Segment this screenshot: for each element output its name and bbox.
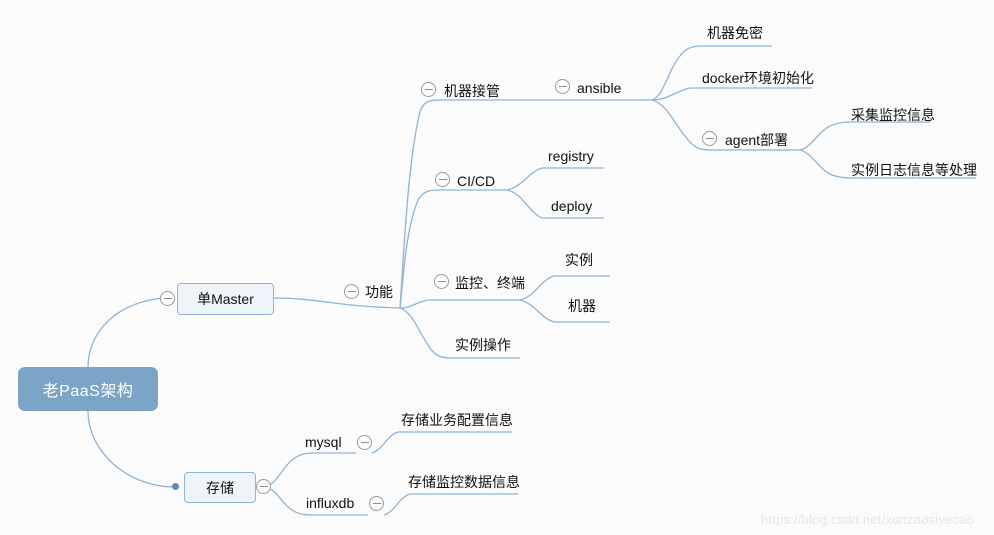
link-function-monitor-terminal [399,299,520,309]
node-storage-label: 存储 [206,479,234,496]
node-单master[interactable]: 单Master [177,283,274,315]
connection-dot-storage [172,483,179,490]
node-mysql[interactable]: mysql [305,432,342,451]
node-instance-label: 实例 [565,252,593,269]
node-deploy[interactable]: deploy [551,196,592,215]
link-function-instance-operation [399,307,520,359]
root-node-老paas架构[interactable]: 老PaaS架构 [18,367,158,411]
link-master-function [271,297,401,309]
node-monitor-terminal-label: 监控、终端 [455,275,525,292]
minus-circle-icon-machine-takeover[interactable] [421,82,436,97]
node-ansible-label: ansible [577,80,622,97]
minus-circle-icon-cicd[interactable] [435,172,450,187]
minus-circle-icon-agent-deploy[interactable] [702,131,717,146]
node-mysql-label: mysql [305,434,342,451]
node-function-label: 功能 [365,284,393,301]
minus-circle-icon-storage[interactable] [256,479,271,494]
link-agent-instance-log [799,149,976,179]
node-机器接管[interactable]: 机器接管 [444,81,500,100]
node-instance-operation-label: 实例操作 [455,337,511,354]
node-influxdb-label: influxdb [306,495,355,512]
link-function-cicd [399,189,507,309]
node-实例操作[interactable]: 实例操作 [455,335,511,354]
node-cicd-label: CI/CD [457,173,496,190]
link-root-storage [87,410,177,488]
node-machine-passwordless-label: 机器免密 [707,25,763,42]
link-monitor-instance [519,275,610,301]
node-deploy-label: deploy [551,198,593,215]
node-实例日志信息等处理[interactable]: 实例日志信息等处理 [851,160,977,179]
node-监控终端[interactable]: 监控、终端 [455,273,525,292]
link-cicd-deploy [506,189,604,219]
node-机器免密[interactable]: 机器免密 [707,23,763,42]
minus-circle-icon-monitor-terminal[interactable] [434,274,449,289]
link-ansible-agent-deploy [651,99,800,151]
node-store-business-config-label: 存储业务配置信息 [401,412,513,429]
link-monitor-machine [519,299,610,323]
link-cicd-registry [506,167,604,191]
node-存储监控数据信息[interactable]: 存储监控数据信息 [408,472,520,491]
node-机器[interactable]: 机器 [568,296,596,315]
node-store-monitor-data-label: 存储监控数据信息 [408,474,520,491]
link-agent-collect-monitor [799,121,930,151]
link-mysql-store-business-config [371,431,512,454]
node-采集监控信息[interactable]: 采集监控信息 [851,105,935,124]
node-ansible[interactable]: ansible [577,78,621,97]
link-ansible-machine-passwordless [651,45,772,101]
node-collect-monitor-info-label: 采集监控信息 [851,107,935,124]
link-ansible-docker-init [651,87,812,101]
root-node-label: 老PaaS架构 [42,383,134,400]
node-存储[interactable]: 存储 [184,472,256,503]
node-registry-label: registry [548,148,594,165]
watermark-text: https://blog.csdn.net/xunzaosiyecao [761,512,974,527]
node-instance-log-process-label: 实例日志信息等处理 [851,162,977,179]
link-storage-mysql [261,452,356,488]
node-master-label: 单Master [197,291,254,307]
minus-circle-icon-ansible[interactable] [555,79,570,94]
node-实例[interactable]: 实例 [565,250,593,269]
node-docker环境初始化[interactable]: docker环境初始化 [702,68,814,87]
minus-circle-icon-influxdb[interactable] [369,496,384,511]
node-docker-init-label: docker环境初始化 [702,70,815,87]
minus-circle-icon-master[interactable] [160,291,175,306]
link-storage-influxdb [261,486,368,516]
node-存储业务配置信息[interactable]: 存储业务配置信息 [401,410,513,429]
minus-circle-icon-function[interactable] [344,284,359,299]
node-agent-deploy-label: agent部署 [725,132,789,149]
node-registry[interactable]: registry [548,146,594,165]
node-machine-takeover-label: 机器接管 [444,83,500,100]
node-cicd[interactable]: CI/CD [457,171,495,190]
link-root-master [87,297,168,368]
node-agent部署[interactable]: agent部署 [725,130,788,149]
node-功能[interactable]: 功能 [365,282,393,301]
minus-circle-icon-mysql[interactable] [357,435,372,450]
node-influxdb[interactable]: influxdb [306,493,354,512]
link-function-machine-takeover [399,99,517,309]
node-machine-label: 机器 [568,298,596,315]
link-influxdb-store-monitor-data [383,493,518,516]
